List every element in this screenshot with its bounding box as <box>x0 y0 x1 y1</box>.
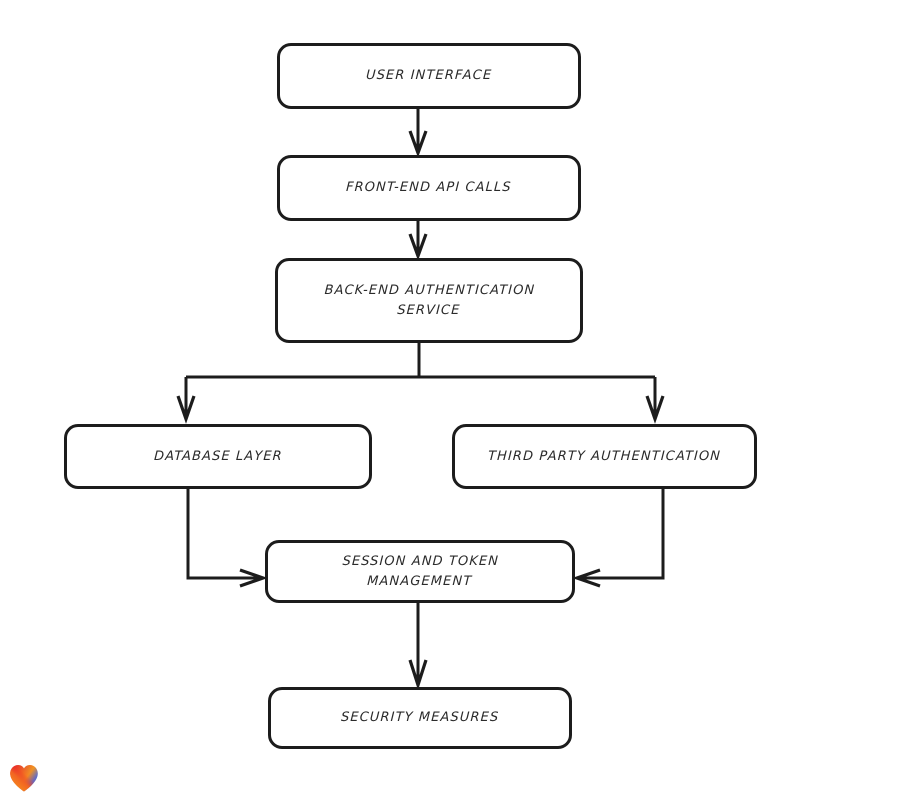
edge-ui-to-frontend-arrowhead <box>408 130 428 158</box>
node-session-and-token-management[interactable]: SESSION AND TOKEN MANAGEMENT <box>265 540 575 603</box>
edge-branch-right-arrowhead <box>645 395 665 424</box>
heart-icon <box>10 765 38 792</box>
node-backend-authentication-service[interactable]: BACK-END AUTHENTICATION SERVICE <box>275 258 583 343</box>
edge-frontend-to-backend-arrowhead <box>408 233 428 261</box>
node-database-layer[interactable]: DATABASE LAYER <box>64 424 372 489</box>
edge-branch-left-arrowhead <box>176 395 196 424</box>
node-frontend-api-calls[interactable]: FRONT-END API CALLS <box>277 155 581 221</box>
node-security-measures-label: SECURITY MEASURES <box>340 710 500 726</box>
node-session-and-token-management-label: SESSION AND TOKEN MANAGEMENT <box>341 554 500 589</box>
node-user-interface[interactable]: USER INTERFACE <box>277 43 581 109</box>
node-frontend-api-calls-label: FRONT-END API CALLS <box>345 180 513 196</box>
edge-database-to-session <box>186 489 260 580</box>
node-third-party-authentication[interactable]: THIRD PARTY AUTHENTICATION <box>452 424 757 489</box>
node-database-layer-label: DATABASE LAYER <box>153 448 283 464</box>
edge-thirdparty-to-session-arrowhead <box>572 568 601 588</box>
node-third-party-authentication-label: THIRD PARTY AUTHENTICATION <box>487 448 722 464</box>
edge-thirdparty-to-session <box>580 489 665 580</box>
node-backend-authentication-service-label: BACK-END AUTHENTICATION SERVICE <box>323 283 536 318</box>
edge-database-to-session-arrowhead <box>239 568 268 588</box>
node-user-interface-label: USER INTERFACE <box>365 68 493 84</box>
edge-session-to-security-arrowhead <box>408 659 428 691</box>
node-security-measures[interactable]: SECURITY MEASURES <box>268 687 572 749</box>
